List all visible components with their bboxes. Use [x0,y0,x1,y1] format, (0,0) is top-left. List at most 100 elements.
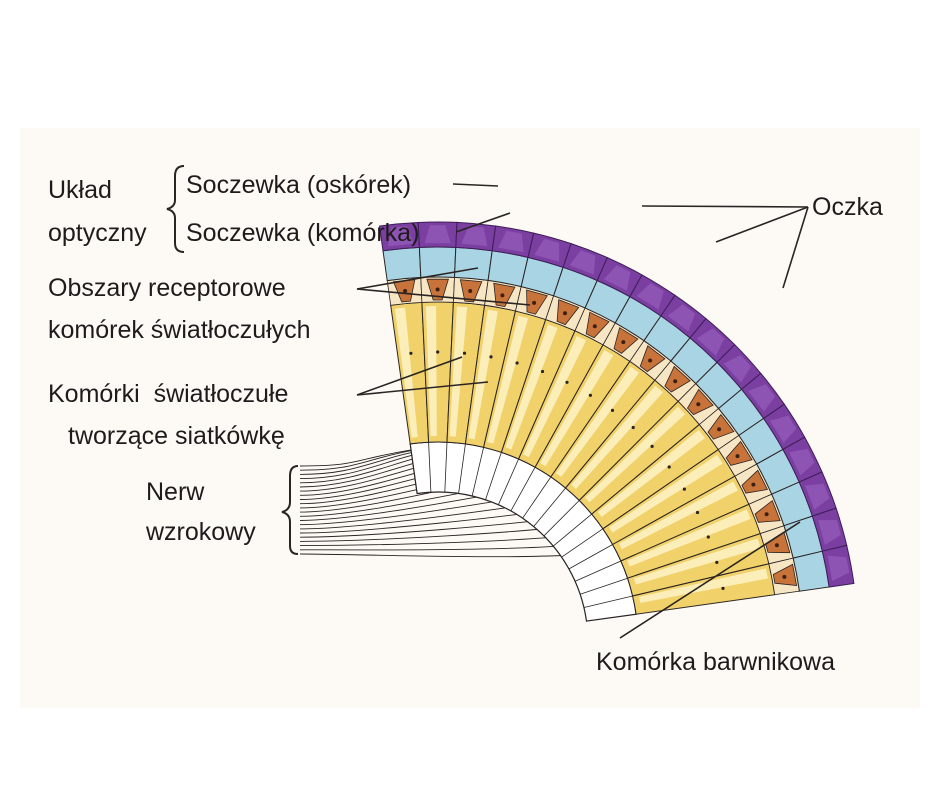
receptor-highlight [571,385,663,489]
receptor-area-leader-2 [356,288,531,306]
label-komorka-barwnikowa: Komórka barwnikowa [596,648,835,676]
rhabdom-dot [667,465,671,469]
rhabdom-dot [409,351,413,355]
label-komorki-line1: Komórki światłoczułe [48,380,288,408]
receptor-highlight [634,538,761,585]
label-oczka: Oczka [812,193,883,221]
rhabdom-dot [610,408,615,412]
label-obszary-line1: Obszary receptorowe [48,274,286,302]
photoreceptor-leader-1 [356,356,463,396]
lens-cell [382,246,422,282]
pigment-nucleus [782,574,787,579]
pigment-nucleus [648,358,653,363]
lens-cell [453,246,493,281]
axon-divider [561,528,604,558]
axon-divider [575,560,622,582]
rhabdom-dot [540,369,545,374]
axon-divider [444,442,448,493]
pigment-cell [707,413,735,440]
cuticle-lens-leader [452,183,499,187]
pigment-nucleus [563,311,567,316]
pigment-cell [772,563,798,586]
pigment-nucleus [764,512,769,517]
pigment-nucleus [592,324,597,329]
corneal-facet-highlight [827,555,850,581]
axon-divider [543,500,580,537]
pigment-cell [725,440,753,466]
rhabdom-dot [721,586,725,591]
optic-nerve-bracket [281,465,299,555]
pigment-nucleus [696,402,701,407]
nerve-fibre [299,449,412,467]
pigment-cell [526,289,548,315]
label-komorki-line2: tworzące siatkówkę [68,422,285,450]
corneal-facet-highlight [498,230,524,253]
receptor-highlight [585,406,685,503]
corneal-facet-highlight [667,304,696,332]
rhabdom-dot [462,351,467,355]
corneal-facet-highlight [603,265,631,291]
pigment-nucleus [500,293,505,298]
pigment-nucleus [468,289,473,293]
corneal-facet-highlight [388,226,414,247]
receptor-highlight [556,366,639,477]
label-soczewka-oskorek: Soczewka (oskórek) [186,171,411,199]
receptor-highlight [639,568,768,603]
receptor-highlight [627,509,751,567]
ommatidia-leader-3 [782,206,809,289]
corneal-facet-highlight [569,250,596,275]
label-nerw-line1: Nerw [146,478,205,506]
corneal-facet-highlight [748,384,776,412]
leader-lines [356,183,809,639]
axon-divider [498,458,519,505]
label-nerw-line2: wzrokowy [145,518,256,546]
receptor-highlight [487,315,529,444]
pigment-nucleus [403,289,408,293]
receptor-highlight [523,336,587,458]
corneal-facet-highlight [424,225,451,244]
pigment-nucleus [621,340,626,345]
corneal-lenses [378,221,855,588]
nerve-fibre [299,448,423,471]
axon-divider [409,443,418,494]
axon-divider [471,447,484,496]
pigment-cell-leader [619,521,801,639]
axon-divider [553,513,592,547]
rhabdom-dot [489,355,493,359]
pigment-nucleus [774,543,779,548]
axon-divider [522,476,552,519]
corneal-facet-highlight [636,283,664,310]
pigment-cell [556,299,580,326]
photoreceptor-leader-2 [356,381,489,396]
receptor-highlight [540,350,614,467]
ommatidia-leader-2 [715,206,809,243]
axon-divider [568,544,613,570]
pigment-nucleus [435,287,440,292]
pigment-cell [613,327,639,354]
pigment-nucleus [717,427,722,432]
corneal-facet-highlight [461,226,488,246]
corneal-facet-highlight [534,238,560,262]
rhabdom-dot [565,380,569,384]
axon-divider [428,442,432,493]
pigment-cell [585,311,610,339]
rhabdom-dot [588,393,593,397]
axon-divider [583,595,633,608]
pigment-nucleus [532,300,537,305]
axon-divider [510,467,536,512]
corneal-facet-highlight [770,415,797,443]
cell-lens-leader [455,212,511,233]
receptor-highlight [449,306,468,437]
pigment-cell [493,282,516,308]
rhabdom-dot [631,425,635,430]
rhabdom-dot [436,350,440,354]
label-soczewka-komorka: Soczewka (komórka) [186,219,419,247]
axon-divider [485,452,502,500]
pigment-cell [754,499,781,523]
pigment-cell [687,388,714,416]
receptor-area-leader-1 [356,267,479,290]
receptor-highlight [505,324,558,450]
pigment-nucleus [735,454,740,459]
